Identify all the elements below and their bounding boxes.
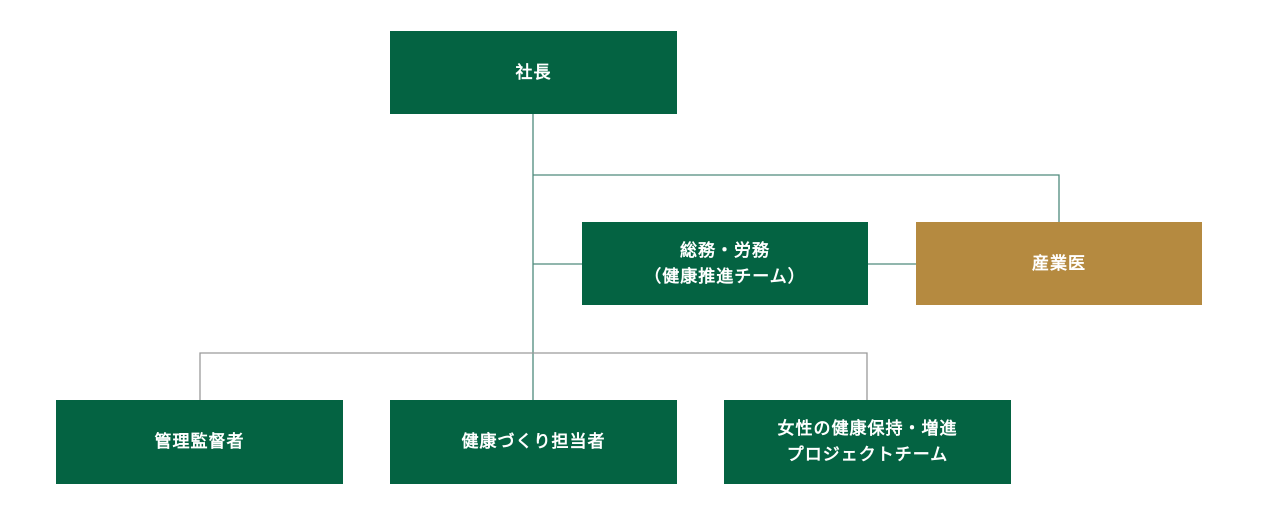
general-affairs-label-line1: 総務・労務 [680, 240, 770, 261]
general-affairs-box: 総務・労務 （健康推進チーム） [582, 222, 868, 305]
physician-branch-line [533, 174, 1060, 222]
women-health-team-box: 女性の健康保持・増進 プロジェクトチーム [724, 400, 1011, 484]
industrial-physician-box: 産業医 [916, 222, 1202, 305]
women-health-team-label-line1: 女性の健康保持・増進 [777, 419, 958, 439]
general-affairs-label-line2: （健康推進チーム） [644, 266, 806, 287]
industrial-physician-label: 産業医 [1032, 253, 1086, 274]
bottom-distribution-line [199, 352, 868, 400]
president-box: 社長 [390, 31, 677, 114]
president-label: 社長 [515, 62, 552, 83]
health-promotion-officer-label: 健康づくり担当者 [461, 432, 606, 452]
management-supervisor-box: 管理監督者 [56, 400, 343, 484]
management-supervisor-label: 管理監督者 [154, 432, 245, 452]
women-health-team-label-line2: プロジェクトチーム [786, 445, 949, 465]
health-promotion-officer-box: 健康づくり担当者 [390, 400, 677, 484]
